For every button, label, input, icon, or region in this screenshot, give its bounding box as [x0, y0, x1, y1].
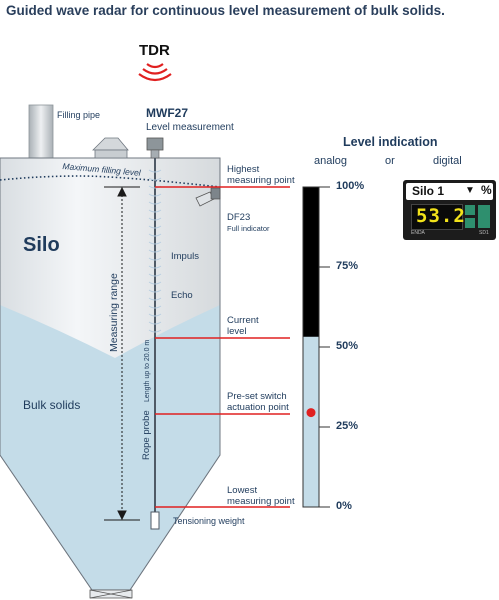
echo-label: Echo [171, 290, 193, 301]
wave-arc [148, 273, 162, 277]
display-value: 53.2 [416, 205, 466, 227]
wave-arc [148, 313, 162, 317]
wave-arc [148, 305, 162, 309]
wave-arc [148, 241, 162, 245]
display-key-up-icon [465, 205, 475, 215]
wave-arc [148, 297, 162, 301]
impuls-label: Impuls [171, 251, 199, 262]
switch-point-label-2: actuation point [227, 402, 289, 413]
tdr-label: TDR [139, 42, 170, 59]
display-key-down-icon [465, 218, 475, 228]
scale-label-0: 0% [336, 500, 352, 512]
tensioning-weight [150, 511, 160, 530]
highest-point-label-2: measuring point [227, 175, 295, 186]
tensioning-weight-label: Tensioning weight [173, 516, 245, 526]
scale-label-100: 100% [336, 180, 365, 192]
wave-arc [148, 289, 162, 293]
display-model: SD1 [479, 230, 489, 236]
vent-cap [92, 137, 129, 159]
lowest-point-label-1: Lowest [227, 485, 258, 496]
display-unit: % [481, 183, 492, 197]
display-key-set-icon [478, 205, 490, 228]
indicator-lines [155, 186, 290, 508]
level-indication-heading: Level indication [343, 135, 438, 149]
measuring-range-arrow [104, 186, 140, 521]
bulk-solids-label: Bulk solids [23, 398, 81, 412]
diagram-title: Guided wave radar for continuous level m… [6, 3, 445, 18]
tdr-waves-icon [138, 63, 172, 82]
wave-arc [148, 265, 162, 269]
switch-point-marker [306, 408, 316, 418]
mwf27-sensor [146, 137, 164, 159]
display-name: Silo 1 [412, 184, 445, 198]
display-brand: ENDA [411, 230, 425, 236]
rope-length-label: Length up to 20.0 m [144, 339, 151, 402]
measuring-range-label: Measuring range [108, 273, 120, 352]
rope-probe-label: Rope probe [141, 410, 152, 460]
wave-arc [148, 225, 162, 229]
wave-arc [148, 321, 162, 325]
level-arrow-icon: ▼ [465, 185, 475, 196]
wave-arc [148, 233, 162, 237]
analog-label: analog [314, 155, 348, 167]
bulk-solids-fill [0, 305, 220, 590]
scale-ticks [319, 186, 330, 508]
scale-label-25: 25% [336, 420, 359, 432]
switch-point-label-1: Pre-set switch [227, 391, 287, 402]
highest-point-label-1: Highest [227, 164, 260, 175]
max-filling-line [0, 175, 221, 188]
wave-arc [148, 249, 162, 253]
filling-pipe-label: Filling pipe [57, 110, 101, 120]
silo-label: Silo [23, 234, 60, 256]
wave-arc [148, 209, 162, 213]
analog-level-bar [302, 186, 320, 508]
current-level-label-1: Current [227, 315, 259, 326]
wave-arc [148, 217, 162, 221]
wave-arc [148, 177, 162, 181]
wave-arc [148, 257, 162, 261]
df23-name: Full indicator [227, 224, 270, 233]
device-model: MWF27 [146, 106, 188, 120]
wave-arc [148, 193, 162, 197]
or-label: or [385, 155, 395, 167]
wave-arc [148, 329, 162, 333]
wave-arc [148, 169, 162, 173]
df23-full-indicator [195, 187, 221, 207]
scale-label-50: 50% [336, 340, 359, 352]
digital-label: digital [433, 155, 462, 167]
scale-label-75: 75% [336, 260, 359, 272]
filling-pipe [28, 104, 54, 166]
df23-model: DF23 [227, 212, 251, 223]
current-level-label-2: level [227, 326, 247, 337]
device-name: Level measurement [146, 122, 234, 133]
lowest-point-label-2: measuring point [227, 496, 295, 507]
wave-arc [148, 281, 162, 285]
digital-display: Silo 1 ▼ % 53.2 ENDA SD1 [403, 180, 496, 240]
wave-arc [148, 201, 162, 205]
